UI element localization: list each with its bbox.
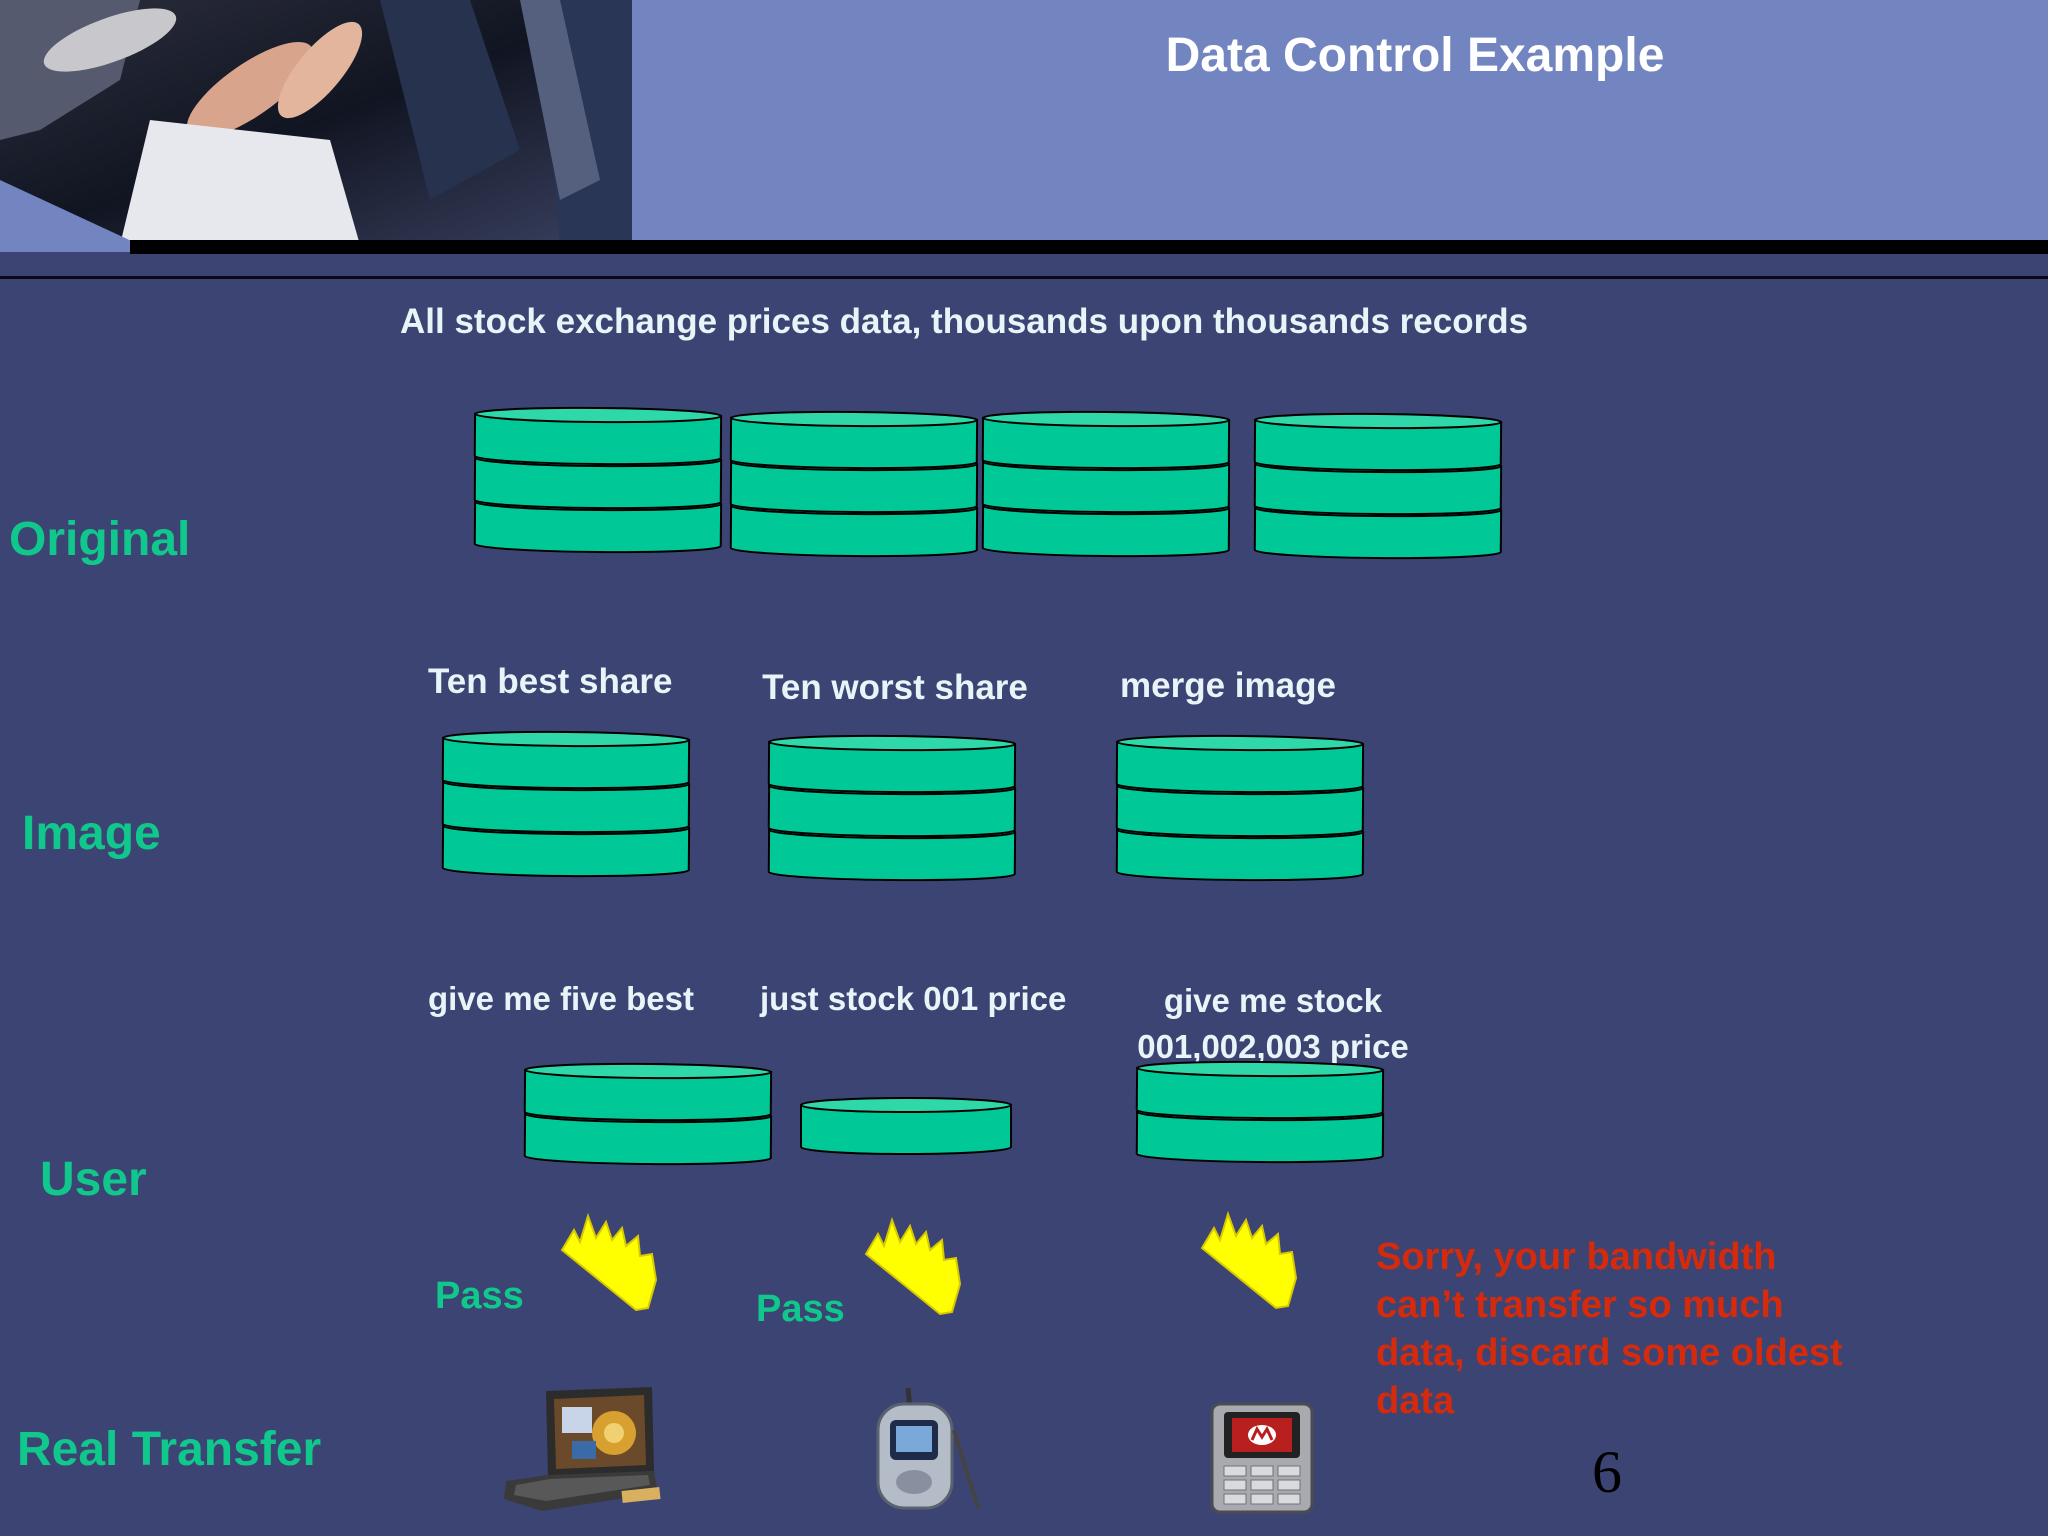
header-rule [0, 276, 2048, 279]
diagram-headline: All stock exchange prices data, thousand… [400, 302, 1529, 341]
database-icon [472, 406, 724, 468]
image-label-merge: merge image [1120, 666, 1336, 705]
firewall-icon [860, 1214, 970, 1324]
database-icon [728, 410, 980, 472]
cellphone-icon [1210, 1402, 1314, 1519]
row-label-original: Original [9, 513, 191, 566]
row-label-image: Image [22, 807, 161, 860]
database-icon [1134, 1060, 1386, 1122]
database-icon [766, 734, 1018, 796]
database-icon [522, 1062, 774, 1124]
row-label-real-transfer: Real Transfer [17, 1423, 322, 1476]
database-icon [440, 730, 692, 792]
database-icon [798, 1096, 1014, 1158]
pda-icon [868, 1386, 986, 1517]
pass-label-1: Pass [435, 1275, 524, 1317]
image-label-best: Ten best share [428, 662, 673, 701]
firewall-icon [556, 1210, 666, 1320]
header-divider [130, 240, 2048, 254]
database-icon [980, 410, 1232, 472]
user-request-five-best: give me five best [428, 980, 694, 1017]
pass-label-2: Pass [756, 1288, 845, 1330]
row-label-user: User [40, 1153, 147, 1206]
image-label-worst: Ten worst share [762, 668, 1028, 707]
firewall-icon [1196, 1208, 1306, 1318]
user-request-stock-001: just stock 001 price [760, 980, 1067, 1017]
laptop-icon [502, 1385, 662, 1518]
slide-title: Data Control Example [1165, 29, 1665, 82]
bandwidth-warning: Sorry, your bandwidth can’t transfer so … [1376, 1236, 1843, 1422]
database-icon [1114, 734, 1366, 796]
header-photo [0, 0, 632, 245]
database-icon [1252, 412, 1504, 474]
user-request-stock-multi: give me stock 001,002,003 price [1137, 982, 1409, 1065]
slide-number: 6 [1592, 1439, 1622, 1505]
